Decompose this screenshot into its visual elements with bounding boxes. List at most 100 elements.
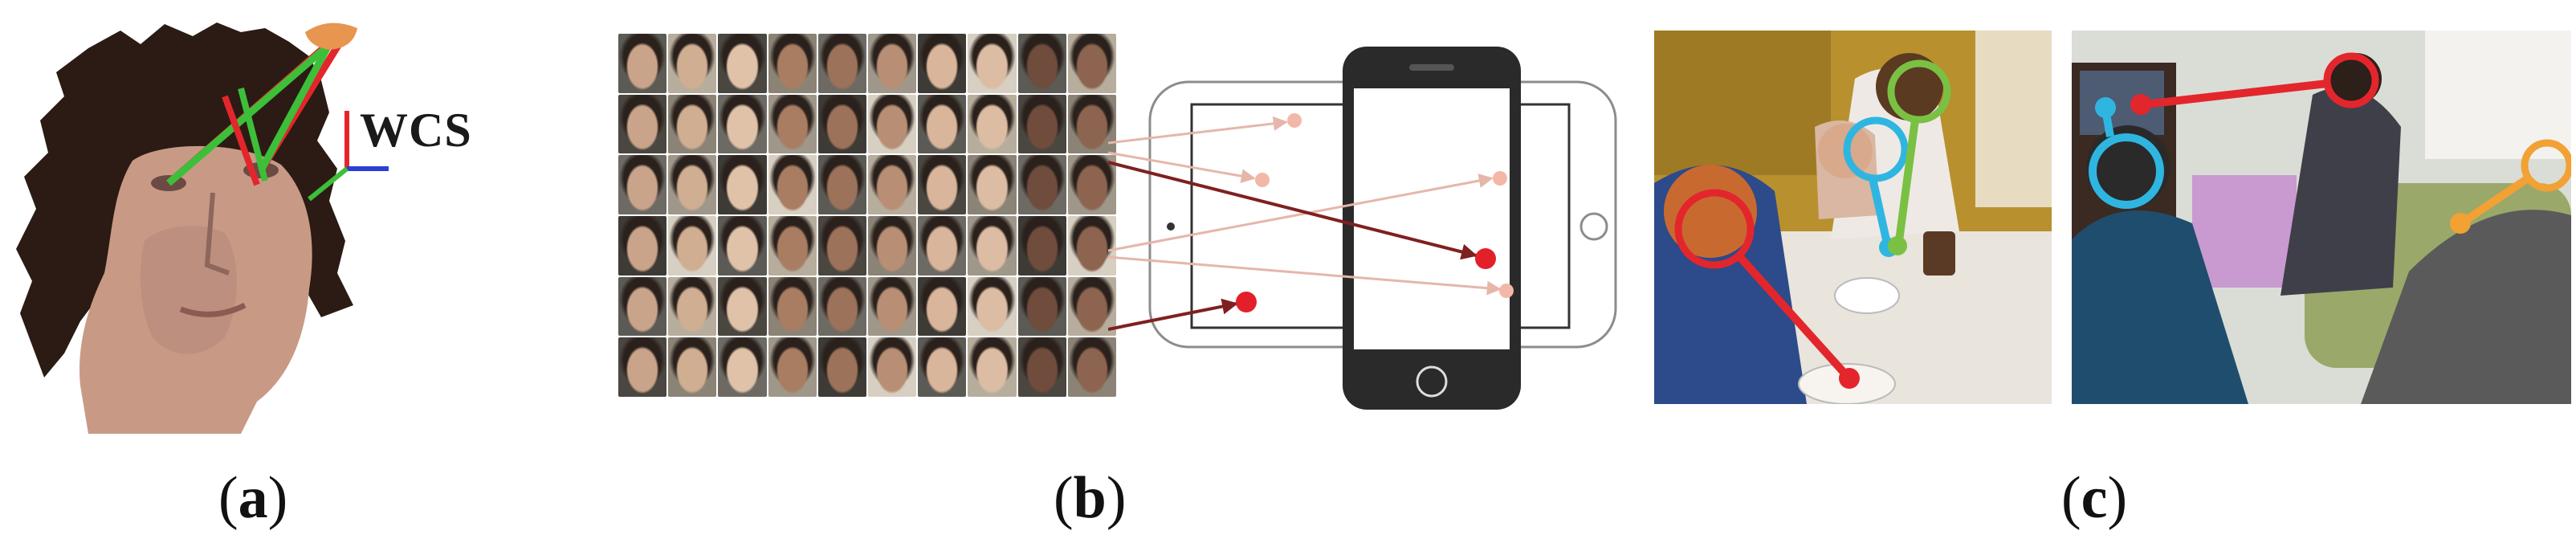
- face-thumbnail: [668, 34, 717, 93]
- gaze-line-cyan: [1869, 177, 1891, 245]
- face-thumbnail: [817, 34, 866, 93]
- arrow-light-4: [1108, 255, 1502, 296]
- face-thumbnail: [718, 276, 767, 337]
- face-thumbnail: [768, 276, 817, 337]
- face-thumbnail: [718, 215, 767, 276]
- arrow-dark-2: [1108, 298, 1238, 331]
- face-thumbnail: [618, 337, 667, 397]
- gaze-target-orange: [2450, 213, 2471, 234]
- face-thumbnail: [968, 276, 1017, 337]
- plate-center: [1834, 277, 1900, 314]
- face-thumbnail: [1017, 337, 1066, 397]
- face-shading: [140, 226, 237, 354]
- gaze-target-red-2: [2130, 94, 2151, 115]
- gaze-ray-red-cross: [222, 95, 260, 186]
- caption-a-letter: a: [238, 465, 268, 531]
- face-thumbnail: [817, 337, 866, 397]
- face-thumbnail: [1017, 34, 1066, 93]
- face-thumbnail: [718, 94, 767, 154]
- target-light-3: [1493, 171, 1507, 186]
- target-red-2: [1236, 292, 1257, 312]
- face-thumbnail: [668, 276, 717, 337]
- panel-b-devices: [1108, 47, 1617, 410]
- gaze-ray-green-cross: [238, 87, 268, 182]
- face-thumbnail: [1017, 94, 1066, 154]
- face-thumbnail: [817, 215, 866, 276]
- panel-a-depth-face: [16, 22, 389, 434]
- face-thumbnail: [718, 155, 767, 214]
- nose: [204, 192, 230, 276]
- panel-c-photo-livingroom: [2072, 31, 2571, 404]
- face-thumbnail: [1067, 155, 1116, 214]
- arrow-dark-1: [1108, 161, 1478, 260]
- face-thumbnail: [817, 94, 866, 154]
- face-thumbnail: [868, 34, 917, 93]
- face-thumbnail: [768, 94, 817, 154]
- kitchen-wall: [1654, 31, 1831, 175]
- room-window: [2425, 31, 2571, 159]
- face-thumbnail: [718, 337, 767, 397]
- face-thumbnail: [868, 155, 917, 214]
- face-thumbnail: [918, 34, 967, 93]
- gaze-target-cyan-2: [2095, 97, 2116, 118]
- caption-c-letter: c: [2081, 465, 2108, 531]
- face-thumbnail: [1017, 215, 1066, 276]
- caption-a: (a): [218, 465, 288, 531]
- face-thumbnail: [618, 94, 667, 154]
- face-thumbnail: [817, 155, 866, 214]
- face-thumbnail: [918, 155, 967, 214]
- head-marker-cyan-2: [2089, 133, 2164, 209]
- target-light-1: [1287, 113, 1302, 128]
- arrow-light-3: [1108, 173, 1494, 252]
- target-light-2: [1255, 173, 1270, 187]
- child-front-head: [1664, 165, 1757, 258]
- face-thumbnail: [668, 337, 717, 397]
- gaze-line-red: [1735, 252, 1850, 379]
- gaze-line-green: [1895, 119, 1919, 242]
- face-thumbnail: [868, 337, 917, 397]
- mouth: [179, 302, 247, 317]
- face-thumbnail: [1067, 94, 1116, 154]
- face-thumbnail: [918, 337, 967, 397]
- phone-speaker: [1409, 64, 1454, 71]
- arrow-light-1: [1108, 116, 1288, 145]
- gaze-ray-green-right: [258, 42, 332, 173]
- target-blob: [305, 22, 357, 51]
- face-thumbnail: [768, 215, 817, 276]
- face-thumbnail: [618, 155, 667, 214]
- face-thumbnail: [918, 215, 967, 276]
- target-red-1: [1475, 248, 1496, 269]
- window-curtain: [1975, 31, 2052, 207]
- face-thumbnail: [618, 215, 667, 276]
- face-thumbnail: [668, 155, 717, 214]
- face-thumbnail: [817, 276, 866, 337]
- face-thumbnail: [868, 215, 917, 276]
- person-couch-body: [2280, 88, 2401, 296]
- face-thumbnail: [718, 34, 767, 93]
- face-thumbnail: [1067, 34, 1116, 93]
- face-thumbnail-grid: [618, 34, 1116, 397]
- face-thumbnail: [918, 94, 967, 154]
- phone-home-button: [1416, 365, 1448, 398]
- person-right-body: [2361, 210, 2571, 404]
- face-thumbnail: [968, 337, 1017, 397]
- wcs-label: WCS: [360, 104, 472, 157]
- face-thumbnail: [968, 155, 1017, 214]
- tablet-camera: [1167, 222, 1175, 231]
- tablet-home-button: [1579, 212, 1608, 241]
- face-thumbnail: [768, 337, 817, 397]
- gaze-line-orange: [2461, 174, 2530, 226]
- caption-c: (c): [2061, 465, 2128, 531]
- phone-screen: [1354, 88, 1510, 349]
- gaze-line-red-2: [2143, 80, 2328, 108]
- face-thumbnail: [668, 215, 717, 276]
- face-thumbnail: [1067, 276, 1116, 337]
- face-thumbnail: [768, 34, 817, 93]
- target-light-4: [1499, 284, 1514, 298]
- head-marker-red: [1674, 189, 1755, 269]
- face-thumbnail: [968, 34, 1017, 93]
- wcs-axis-green: [308, 166, 348, 202]
- face-thumbnail: [1017, 155, 1066, 214]
- face-thumbnail: [618, 276, 667, 337]
- arrow-light-2: [1108, 151, 1256, 184]
